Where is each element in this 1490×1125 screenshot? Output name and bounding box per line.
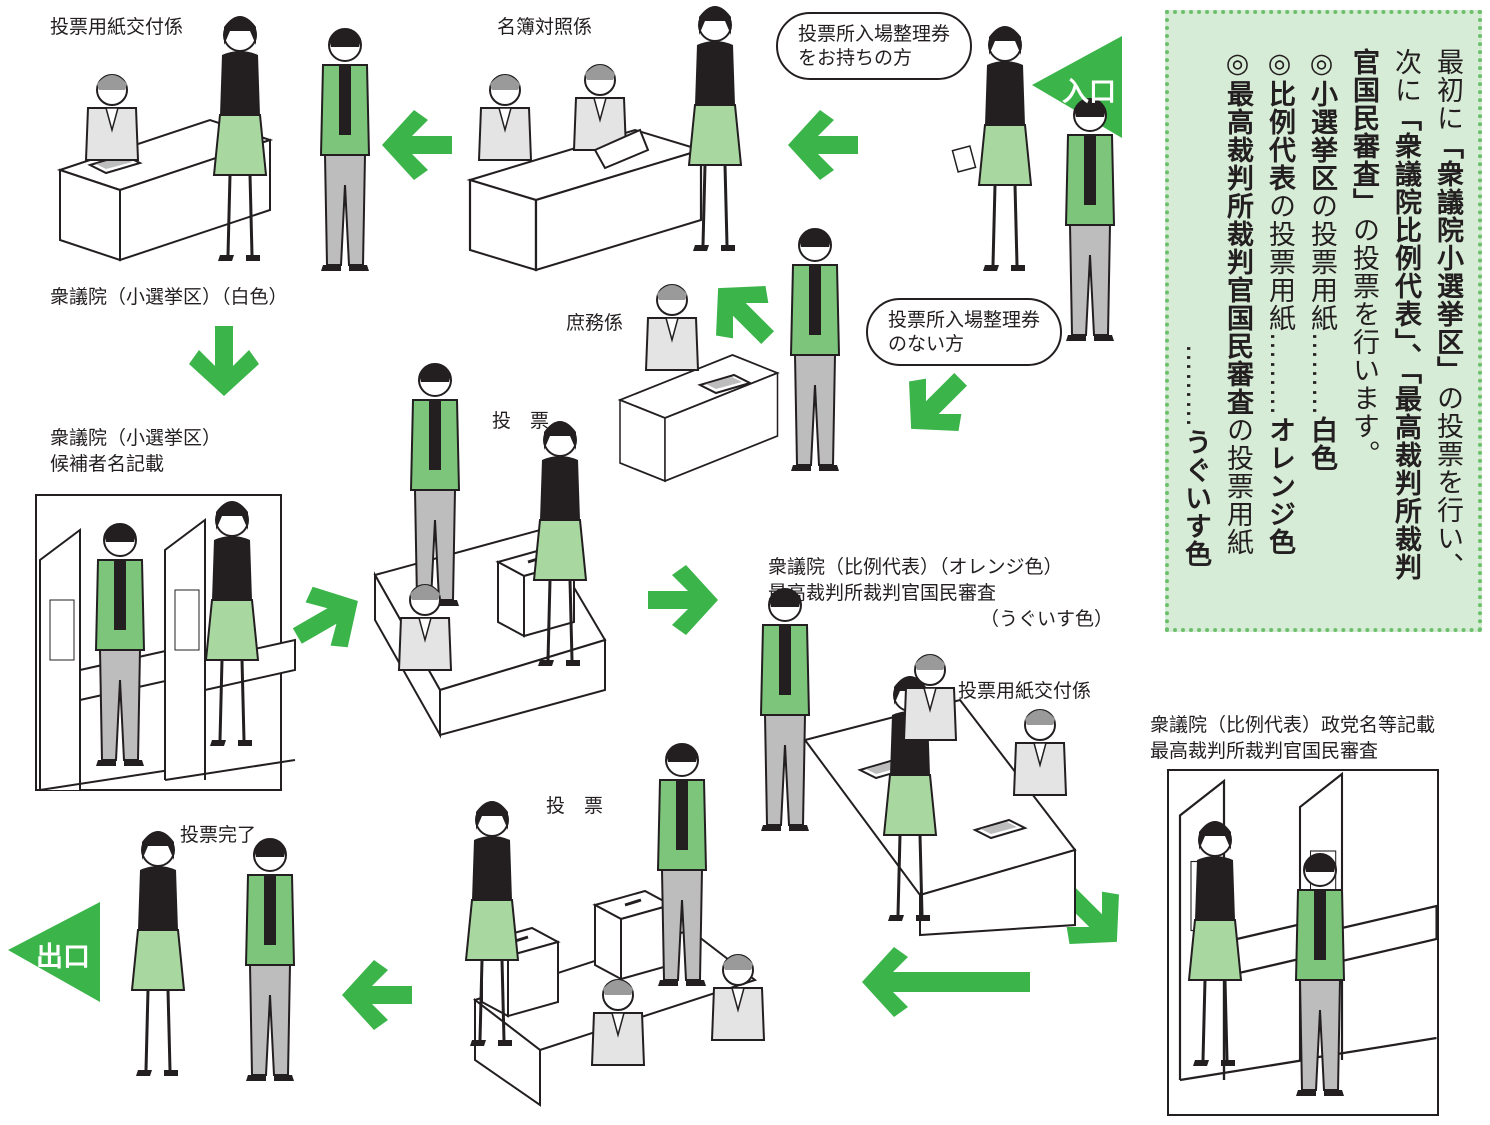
info-col-2-lead: 次に: [1390, 48, 1421, 104]
info-col-7-color: うぐいす色: [1180, 428, 1211, 568]
arrow-up-from-general-affairs: [693, 263, 793, 363]
info-col-5-pr: ◎比例代表: [1264, 48, 1295, 192]
scene-vote-2: [464, 743, 765, 1107]
label-house-single-white: 衆議院（小選挙区）（白色）: [50, 286, 288, 308]
bubble-with-ticket: 投票所入場整理券 をお持ちの方: [776, 12, 973, 80]
label-general-affairs: 庶務係: [566, 312, 624, 334]
arrow-to-ballot-issuer: [382, 110, 452, 180]
info-col-5-color: オレンジ色: [1264, 416, 1295, 556]
info-col-4-ballot: の投票用紙………: [1306, 192, 1337, 416]
scene-ballot-issuer-1: [59, 14, 370, 272]
label-vote-done: 投票完了: [180, 824, 257, 846]
arrow-down-to-booth: [189, 326, 259, 396]
label-house-single-write: 衆議院（小選挙区） 候補者名記載: [50, 427, 222, 475]
info-col-6-review: ◎最高裁判所裁判官国民審査: [1222, 48, 1253, 416]
arrow-vote-to-pr-issuer: [648, 565, 718, 635]
info-box: 最初に「衆議院小選挙区」の投票を行い、 次に「衆議院比例代表」、「最高裁判所裁判…: [1165, 10, 1482, 632]
label-house-pr-write: 衆議院（比例代表）政党名等記載 最高裁判所裁判官国民審査: [1150, 714, 1436, 762]
scene-entrance: [951, 24, 1115, 342]
label-register-check: 名簿対照係: [497, 16, 593, 38]
scene-general-affairs: [619, 228, 840, 482]
arrow-long-left: [862, 947, 1030, 1017]
info-col-6-ballot: の投票用紙: [1222, 416, 1253, 556]
label-ballot-issuer-1: 投票用紙交付係: [50, 16, 184, 38]
label-vote-1: 投 票: [492, 410, 550, 432]
arrow-to-general-affairs: [886, 354, 986, 454]
label-vote-2: 投 票: [546, 795, 604, 817]
info-col-4: ◎小選挙区の投票用紙………白色: [1304, 48, 1338, 472]
info-col-3: 官国民審査」の投票を行います。: [1346, 48, 1380, 468]
info-col-6: ◎最高裁判所裁判官国民審査の投票用紙: [1220, 48, 1254, 556]
info-col-1-tail: の投票を行い、: [1432, 384, 1463, 580]
scene-pr-issuer: [760, 588, 1077, 937]
entrance-label: 入口: [1062, 77, 1116, 108]
info-col-2: 次に「衆議院比例代表」、「最高裁判所裁判: [1388, 48, 1422, 581]
scene-vote-1: [373, 363, 607, 739]
info-col-4-single: ◎小選挙区: [1306, 48, 1337, 192]
info-col-1-lead: 最初に: [1432, 48, 1463, 132]
scene-vote-done: [130, 829, 295, 1082]
info-col-3-review: 官国民審査」: [1348, 48, 1379, 216]
label-uguisu: （うぐいす色）: [980, 608, 1114, 630]
info-col-1-house-single: 「衆議院小選挙区」: [1432, 132, 1463, 384]
scene-booths-pr: [1167, 769, 1439, 1116]
info-col-3-tail: の投票を行います。: [1348, 216, 1379, 468]
info-col-7: ………うぐいす色: [1178, 344, 1212, 568]
arrow-to-register-check: [788, 110, 858, 180]
info-col-5: ◎比例代表の投票用紙………オレンジ色: [1262, 48, 1296, 556]
info-col-5-ballot: の投票用紙………: [1264, 192, 1295, 416]
label-ballot-issuer-2: 投票用紙交付係: [958, 680, 1092, 702]
exit-label: 出口: [36, 942, 90, 973]
info-col-2-house-pr: 「衆議院比例代表」、「最高裁判所裁判: [1390, 104, 1421, 581]
arrow-to-vote-done: [342, 960, 412, 1030]
scene-register-check: [468, 4, 743, 272]
info-col-1: 最初に「衆議院小選挙区」の投票を行い、: [1430, 48, 1464, 580]
info-col-4-color: 白色: [1306, 416, 1337, 472]
scene-booths-single: [35, 494, 296, 791]
info-col-7-dots: ………: [1180, 344, 1211, 428]
label-house-pr-orange: 衆議院（比例代表）（オレンジ色） 最高裁判所裁判官国民審査: [768, 556, 1063, 604]
bubble-without-ticket: 投票所入場整理券 のない方: [866, 298, 1063, 366]
exit-marker: [8, 902, 100, 1002]
